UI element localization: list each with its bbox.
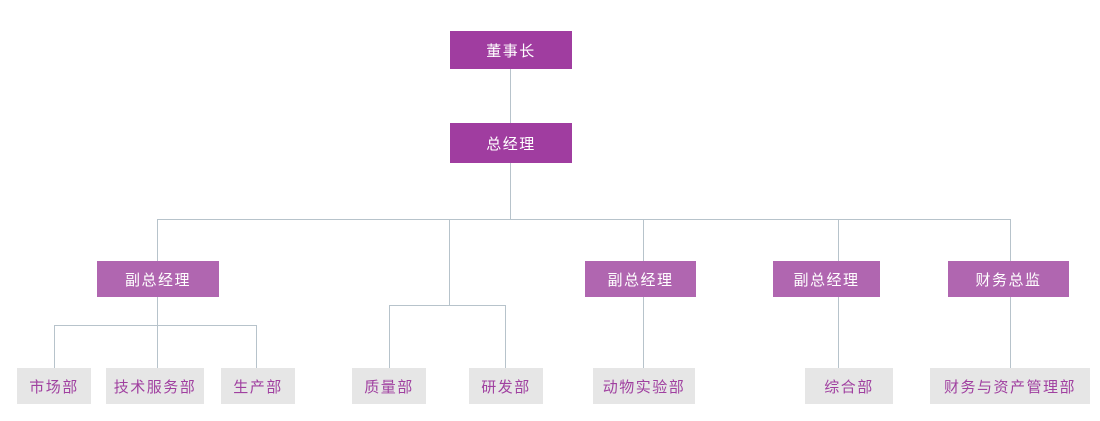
connector-drop-finance-director [1010, 219, 1011, 261]
connector-gm-riser [510, 163, 511, 219]
org-node-production-dept: 生产部 [221, 368, 295, 404]
connector-drop-marketing [54, 325, 55, 368]
connector-deputy-gm-1-down [157, 297, 158, 368]
connector-drop-quality [389, 305, 390, 368]
connector-drop-finance-asset [1010, 297, 1011, 368]
org-node-deputy-gm-2: 副总经理 [585, 261, 696, 297]
connector-drop-animal-experiment [643, 297, 644, 368]
org-node-chairman: 董事长 [450, 31, 572, 69]
connector-drop-general-affairs [838, 297, 839, 368]
org-node-general-affairs-dept: 综合部 [805, 368, 893, 404]
connector-sub-horizontal-1 [54, 325, 257, 326]
connector-drop-deputy-gm-1 [157, 219, 158, 261]
org-node-rd-dept: 研发部 [469, 368, 543, 404]
org-node-finance-director: 财务总监 [948, 261, 1069, 297]
org-node-animal-experiment-dept: 动物实验部 [593, 368, 695, 404]
connector-drop-deputy-gm-3 [838, 219, 839, 261]
connector-drop-production [256, 325, 257, 368]
org-node-quality-dept: 质量部 [352, 368, 426, 404]
connector-main-horizontal [157, 219, 1011, 220]
connector-drop-deputy-gm-2 [643, 219, 644, 261]
connector-sub-horizontal-2 [389, 305, 506, 306]
connector-chairman-to-gm [510, 69, 511, 124]
connector-drop-rd [505, 305, 506, 368]
org-node-deputy-gm-1: 副总经理 [97, 261, 219, 297]
org-node-general-manager: 总经理 [450, 123, 572, 163]
connector-drop-quality-rd-branch [449, 219, 450, 305]
org-node-technical-service-dept: 技术服务部 [106, 368, 204, 404]
org-node-marketing-dept: 市场部 [17, 368, 91, 404]
org-node-deputy-gm-3: 副总经理 [773, 261, 880, 297]
org-node-finance-asset-management-dept: 财务与资产管理部 [930, 368, 1090, 404]
